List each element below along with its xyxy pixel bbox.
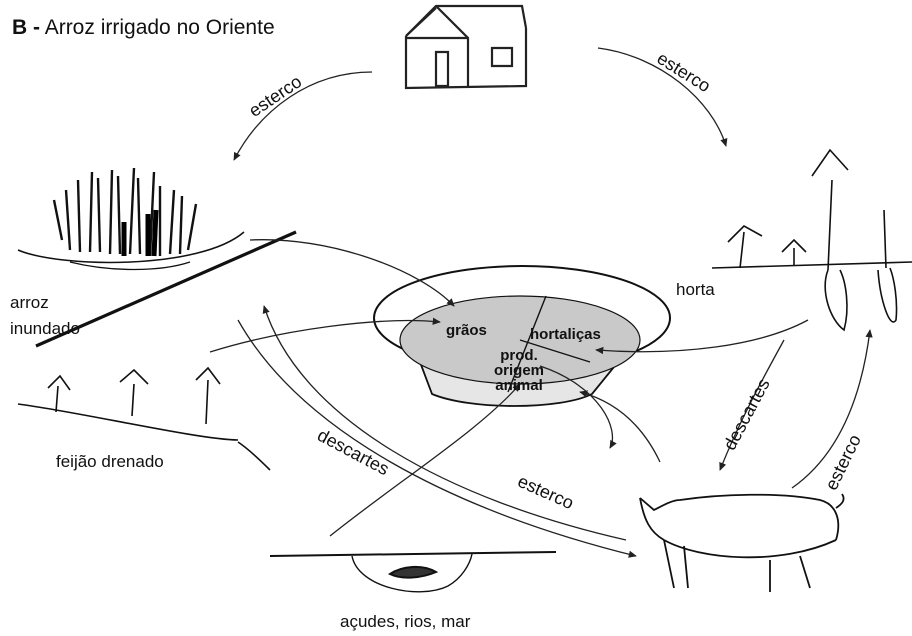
arrow-pig-to-bowl [579, 390, 661, 463]
arrow-garden-to-pig [719, 339, 785, 471]
bowl-grains-label: grãos [446, 322, 487, 339]
beans-label: feijão drenado [56, 452, 164, 471]
title-text: Arroz irrigado no Oriente [44, 16, 275, 39]
house-drawing [404, 4, 528, 90]
pig-drawing [639, 493, 845, 592]
arrow-discard-to-pig [237, 319, 637, 558]
arrow-bowl-discard [539, 365, 617, 449]
arrow-pig-to-garden [791, 329, 873, 489]
food-bowl [373, 265, 671, 407]
arrow-rice-to-bowl [249, 239, 455, 307]
rice-label: arroz inundado [10, 293, 80, 338]
arrow-house-to-garden [597, 47, 728, 147]
title-prefix: B - [12, 16, 40, 39]
arrow-garden-to-bowl [595, 319, 809, 355]
garden-drawing [711, 148, 912, 332]
flow-arrows [209, 47, 873, 558]
bowl-animal-products-label: prod. origem animal [494, 347, 545, 394]
bean-field-drawing [17, 366, 271, 471]
bowl-vegetables-label: hortaliças [530, 326, 601, 343]
garden-label: horta [676, 280, 715, 299]
arrow-pond-to-bowl [329, 383, 521, 537]
arrow-house-to-rice [233, 71, 373, 161]
diagram-title: B - Arroz irrigado no Oriente [12, 16, 275, 40]
arrow-pig-manure-to-rice [262, 305, 627, 541]
rice-field-drawing [17, 167, 297, 348]
water-label: açudes, rios, mar [340, 612, 471, 631]
pond-drawing [269, 551, 557, 593]
arrow-beans-to-bowl [209, 317, 441, 353]
